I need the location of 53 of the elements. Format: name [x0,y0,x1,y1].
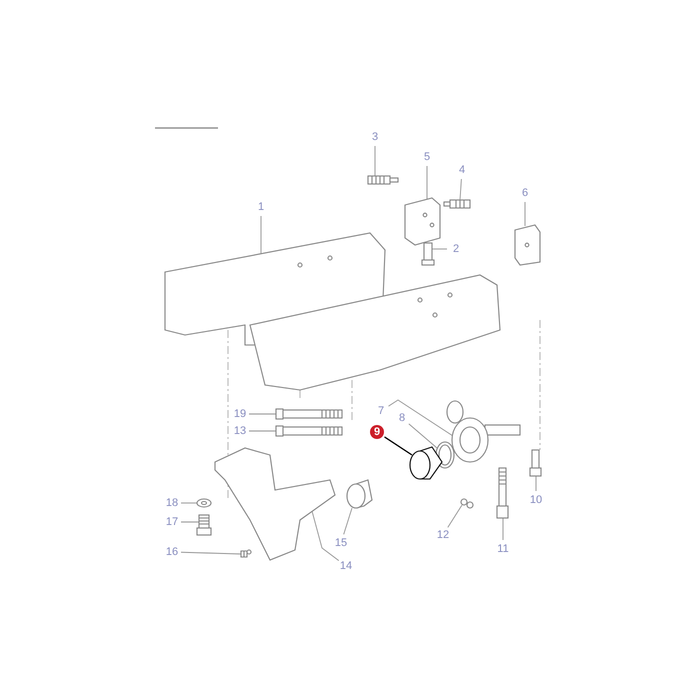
callout-number: 1 [258,201,264,213]
frame-drawing [164,232,501,391]
callout-number: 4 [458,164,466,176]
bolt-drawing [275,408,343,420]
leader-line [374,146,376,176]
callout-number: 17 [166,516,178,528]
leader-line [312,510,340,562]
callout-number: 12 [436,529,450,541]
callout-number: 7 [378,405,384,417]
bolt-drawing [529,449,542,477]
leader-line [260,216,262,254]
leader-line [408,423,438,448]
callout-number: 19 [234,408,246,420]
leader-line [426,166,428,200]
bolt-drawing [275,425,343,437]
bracket-drawing [514,224,541,266]
bolt-drawing [443,199,471,209]
bolt-drawing [496,467,509,519]
callout-number: 14 [340,560,352,572]
leader-line [343,508,352,535]
bolt-drawing [196,514,212,536]
callout-number: 16 [166,546,178,558]
leader-line [388,399,454,436]
leader-line [524,202,526,226]
washer-drawing [196,498,212,508]
callout-number: 3 [372,131,378,143]
callout-number: 8 [398,412,406,424]
leader-line [180,552,242,554]
bushing-drawing [346,479,373,509]
leader-line [384,436,412,456]
support-drawing [214,447,336,561]
callout-number: 10 [530,494,542,506]
callout-number: 6 [522,187,528,199]
leader-line [180,502,198,504]
leader-line [432,248,448,250]
bushing-drawing [409,446,443,480]
grease-nipple-drawing [240,549,252,558]
callout-number: 15 [334,537,348,549]
callout-number: 11 [497,543,509,555]
callout-number: 5 [424,151,430,163]
grease-nipple-drawing [460,498,474,509]
bracket-drawing [404,197,441,246]
bolt-drawing [421,242,435,266]
leader-line [502,518,504,540]
leader-line [447,504,462,528]
callout-number: 18 [166,497,178,509]
knuckle-drawing [446,400,521,463]
callout-number: 2 [452,243,460,255]
leader-line [248,430,276,432]
leader-line [460,178,462,200]
bolt-drawing [367,175,399,185]
callout-number: 13 [234,425,246,437]
callout-number: 9 [370,425,384,439]
